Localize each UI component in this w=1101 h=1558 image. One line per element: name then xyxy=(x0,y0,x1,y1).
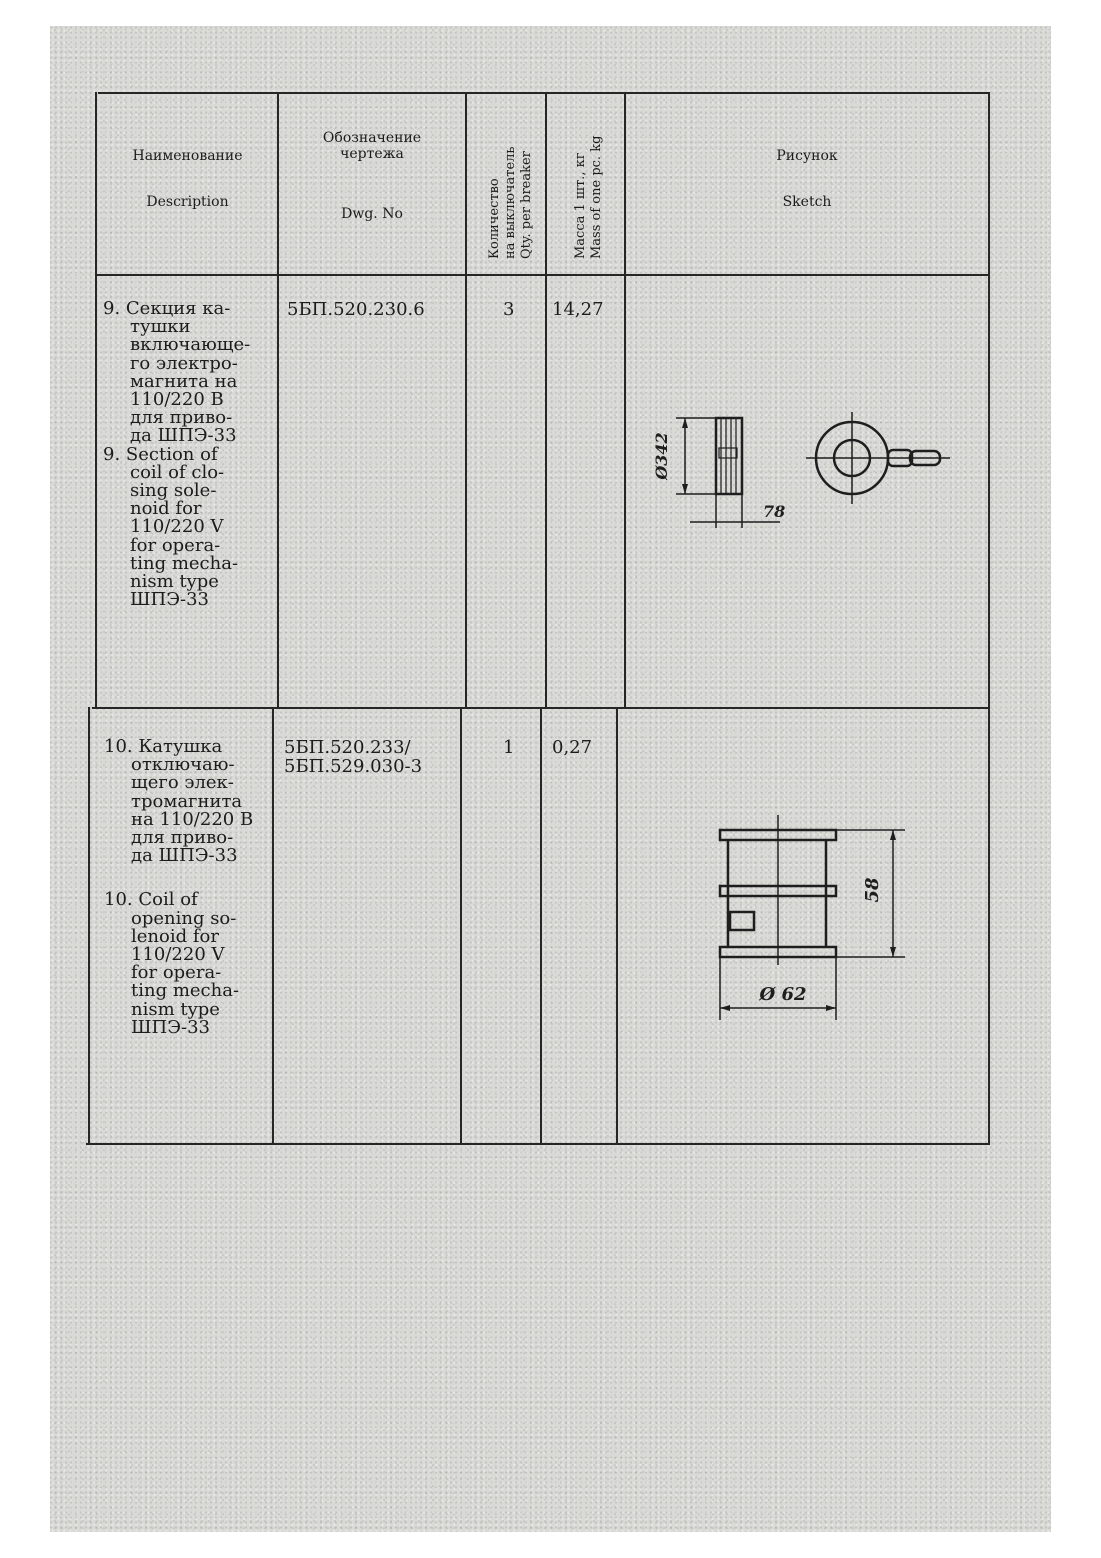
desc-line: 10. Катушка xyxy=(104,736,223,757)
col-rule-mass xyxy=(616,707,618,1144)
desc-line: 110/220 V xyxy=(131,944,225,966)
desc-line: да ШПЭ-33 xyxy=(130,425,237,447)
header-bottom-rule xyxy=(96,274,990,276)
desc-line: lenoid for xyxy=(131,925,219,947)
desc-line: для приво- xyxy=(131,827,234,849)
row-10-dwg: 5БП.520.233/ 5БП.529.030-3 xyxy=(284,738,422,776)
desc-line: тушки xyxy=(130,316,191,338)
desc-line: 110/220 В xyxy=(130,389,224,411)
row-10-qty: 1 xyxy=(503,737,515,758)
desc-line: opening so- xyxy=(131,907,237,929)
dwg-number: 5БП.529.030-3 xyxy=(284,756,423,777)
col-rule-left xyxy=(88,707,90,1144)
desc-line: для приво- xyxy=(130,407,233,429)
header-dwg-ru-1: Обозначение xyxy=(322,130,422,146)
dwg-number: 5БП.520.230.6 xyxy=(287,299,425,320)
desc-line: включающе- xyxy=(130,334,251,356)
table-top-rule xyxy=(98,92,990,94)
col-rule-mass xyxy=(624,92,626,707)
desc-line: nism type xyxy=(130,571,219,593)
col-rule-desc xyxy=(277,92,279,707)
desc-line: на 110/220 В xyxy=(131,808,254,830)
desc-line: ting mecha- xyxy=(130,552,239,574)
header-description-en: Description xyxy=(146,194,229,210)
desc-line: noid for xyxy=(130,498,202,520)
desc-line: щего элек- xyxy=(131,772,234,794)
opening-coil-drawing xyxy=(718,815,905,1020)
col-rule-qty xyxy=(545,92,547,707)
desc-line: 110/220 V xyxy=(130,516,224,538)
coil-section-side-view xyxy=(676,416,780,528)
desc-line: for opera- xyxy=(131,962,222,984)
row-9-description: 9. Секция ка- тушки включающе- го электр… xyxy=(103,298,275,611)
col-rule-desc xyxy=(272,707,274,1144)
desc-line: 9. Секция ка- xyxy=(103,298,231,319)
scanned-page xyxy=(50,26,1051,1532)
col-rule-qty xyxy=(540,707,542,1144)
col-rule-left xyxy=(95,92,97,707)
desc-line: coil of clo- xyxy=(130,461,225,483)
desc-line: ting mecha- xyxy=(131,980,240,1002)
desc-line: sing sole- xyxy=(130,480,217,502)
row-9-qty: 3 xyxy=(503,299,515,320)
col-rule-right xyxy=(988,92,990,1144)
desc-line: 10. Coil of xyxy=(104,889,198,911)
desc-line: тромагнита xyxy=(131,790,243,812)
desc-line: отключаю- xyxy=(131,754,235,776)
desc-line: го электро- xyxy=(130,352,238,374)
table-bottom-rule xyxy=(86,1143,990,1145)
desc-line: ШПЭ-33 xyxy=(130,589,209,611)
header-dwg: Обозначение чертежа Dwg. No xyxy=(282,130,462,222)
header-dwg-ru-2: чертежа xyxy=(340,146,404,162)
desc-line: магнита на xyxy=(130,370,238,392)
header-sketch: Рисунок Sketch xyxy=(628,148,986,210)
desc-line: да ШПЭ-33 xyxy=(131,845,238,867)
dim-label-height: 58 xyxy=(862,877,883,903)
header-description: Наименование Description xyxy=(100,148,275,210)
desc-line: nism type xyxy=(131,998,220,1020)
row-10-mass: 0,27 xyxy=(552,737,593,758)
desc-line: ШПЭ-33 xyxy=(131,1016,210,1038)
dim-label-diameter: Ø 62 xyxy=(759,984,807,1005)
header-dwg-en: Dwg. No xyxy=(341,206,403,222)
col-rule-dwg xyxy=(465,92,467,707)
header-sketch-ru: Рисунок xyxy=(776,148,838,164)
dim-label-diameter: Ø342 xyxy=(652,432,671,480)
row-10-description: 10. Катушка отключаю- щего элек- тромагн… xyxy=(104,736,272,1038)
desc-line: for opera- xyxy=(130,534,221,556)
row-9-dwg: 5БП.520.230.6 xyxy=(287,300,425,319)
dim-label-width: 78 xyxy=(763,502,785,521)
coil-section-top-view xyxy=(806,412,950,504)
col-rule-dwg xyxy=(460,707,462,1144)
dwg-number: 5БП.520.233/ xyxy=(284,737,411,758)
header-sketch-en: Sketch xyxy=(782,194,832,210)
desc-line: 9. Section of xyxy=(103,443,218,465)
row-9-mass: 14,27 xyxy=(552,299,604,320)
header-description-ru: Наименование xyxy=(132,148,243,164)
